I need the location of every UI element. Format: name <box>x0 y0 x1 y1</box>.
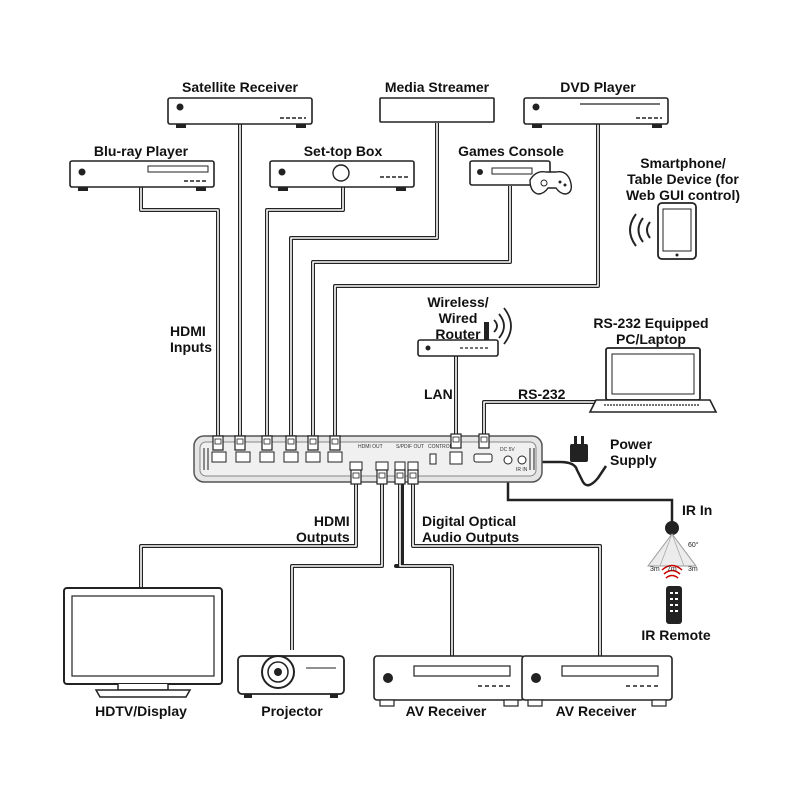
label-rs232: RS-232 <box>518 386 566 402</box>
hdmi-input-cables-inner <box>140 123 599 440</box>
label-av-receiver-1: AV Receiver <box>405 703 487 719</box>
panel-label-control: CONTROL <box>428 444 453 450</box>
ir-angle-label: 60° <box>688 542 699 549</box>
label-lan: LAN <box>424 386 453 402</box>
label-bluray-player: Blu-ray Player <box>93 143 189 159</box>
ir-remote-device <box>666 586 682 624</box>
label-dvd-player: DVD Player <box>560 79 636 95</box>
label-hdmi-outputs: HDMI Outputs <box>296 513 350 545</box>
settop-box-device <box>269 160 415 191</box>
label-power-supply: Power Supply <box>610 436 657 468</box>
label-smartphone: Smartphone/ Table Device (for Web GUI co… <box>625 155 741 203</box>
games-console-device <box>469 160 573 195</box>
label-satellite-receiver: Satellite Receiver <box>182 79 298 95</box>
label-media-streamer: Media Streamer <box>384 79 490 95</box>
panel-label-spdif: S/PDIF OUT <box>396 444 425 450</box>
label-hdtv: HDTV/Display <box>95 703 187 719</box>
ir-range-right: 3m <box>688 566 698 573</box>
bluray-player-device <box>69 160 215 191</box>
router-device <box>417 307 512 357</box>
label-optical-outputs: Digital Optical Audio Outputs <box>422 513 520 545</box>
matrix-device-panel <box>193 435 543 483</box>
output-plugs <box>350 469 419 485</box>
power-adapter <box>570 436 588 462</box>
laptop-device <box>588 347 718 413</box>
label-projector: Projector <box>261 703 323 719</box>
av-receiver-1-device <box>373 655 525 707</box>
label-pc-laptop: RS-232 Equipped PC/Laptop <box>593 315 709 347</box>
panel-label-hdmi-out: HDMI OUT <box>358 444 383 450</box>
hdtv-device <box>63 587 223 698</box>
power-cable <box>520 460 608 487</box>
projector-device <box>237 655 345 698</box>
tablet-device <box>629 202 697 260</box>
av-receiver-2-device <box>521 655 673 707</box>
panel-label-dc: DC 5V <box>500 447 515 453</box>
label-av-receiver-2: AV Receiver <box>555 703 637 719</box>
dvd-player-device <box>523 97 669 128</box>
label-hdmi-inputs: HDMI Inputs <box>170 323 212 355</box>
satellite-receiver-device <box>167 97 313 128</box>
ir-sensor <box>647 521 697 579</box>
label-router: Wireless/ Wired Router <box>427 294 489 342</box>
label-games-console: Games Console <box>458 143 564 159</box>
media-streamer-device <box>379 97 495 123</box>
label-settop-box: Set-top Box <box>303 143 383 159</box>
label-ir-remote: IR Remote <box>641 627 711 643</box>
label-ir-in: IR In <box>682 502 713 518</box>
panel-label-ir: IR IN <box>516 467 528 473</box>
ir-range-left: 3m <box>650 566 660 573</box>
ir-range-center: 7m <box>667 566 677 573</box>
